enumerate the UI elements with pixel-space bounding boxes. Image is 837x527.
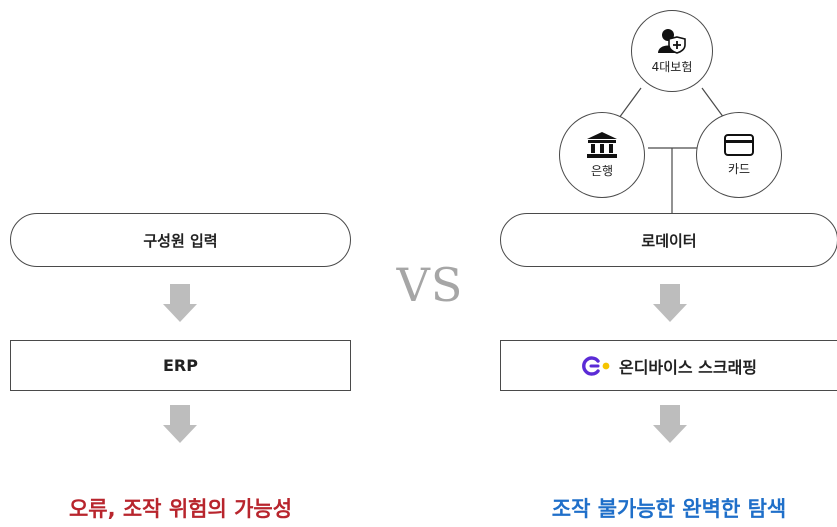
person-shield-icon bbox=[658, 28, 686, 54]
right-input-label: 로데이터 bbox=[641, 231, 697, 250]
erp-label: ERP bbox=[163, 356, 198, 375]
brand-logo-icon bbox=[581, 355, 611, 376]
connector-top-left bbox=[618, 87, 642, 119]
connector-top-right bbox=[701, 87, 725, 119]
left-input-pill: 구성원 입력 bbox=[10, 213, 351, 267]
erp-box: ERP bbox=[10, 340, 351, 391]
source-card-circle: 카드 bbox=[696, 112, 782, 198]
vs-label: VS bbox=[396, 258, 464, 312]
right-input-pill: 로데이터 bbox=[500, 213, 837, 267]
left-input-label: 구성원 입력 bbox=[143, 231, 218, 250]
down-arrow-icon bbox=[653, 284, 687, 322]
card-icon bbox=[724, 133, 754, 156]
source-bank-circle: 은행 bbox=[559, 112, 645, 198]
scraping-box: 온디바이스 스크래핑 bbox=[500, 340, 837, 391]
bank-icon bbox=[587, 131, 617, 158]
down-arrow-icon bbox=[163, 284, 197, 322]
scraping-label: 온디바이스 스크래핑 bbox=[618, 357, 758, 377]
right-conclusion: 조작 불가능한 완벽한 탐색 bbox=[551, 497, 787, 521]
down-arrow-icon bbox=[653, 405, 687, 443]
left-conclusion: 오류, 조작 위험의 가능성 bbox=[68, 497, 293, 521]
source-insurance-label: 4대보험 bbox=[651, 59, 693, 74]
source-insurance-circle: 4대보험 bbox=[631, 10, 713, 92]
down-arrow-icon bbox=[163, 405, 197, 443]
source-bank-label: 은행 bbox=[590, 163, 614, 178]
source-card-label: 카드 bbox=[727, 161, 751, 176]
